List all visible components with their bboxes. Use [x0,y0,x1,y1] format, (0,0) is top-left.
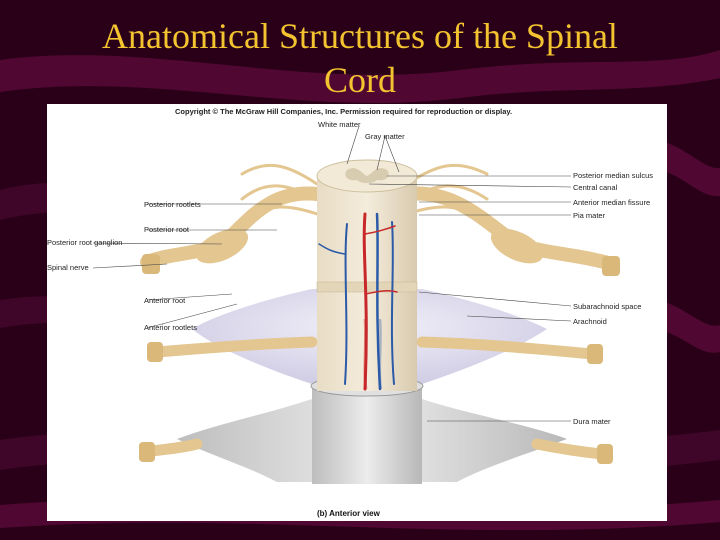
label-subarachnoid-space: Subarachnoid space [573,302,642,311]
posterior-root-ganglion-shape-right [490,228,544,264]
background-swoosh [660,300,720,353]
label-pia-mater: Pia mater [573,211,606,220]
label-leader-lines [92,125,572,422]
middle-nerve-end-right [587,344,603,364]
label-posterior-median-sulcus: Posterior median sulcus [573,171,654,180]
label-spinal-nerve: Spinal nerve [47,263,89,272]
figure-caption: (b) Anterior view [317,509,380,518]
label-anterior-rootlets: Anterior rootlets [144,323,197,332]
label-gray-matter: Gray matter [365,132,405,141]
label-arachnoid: Arachnoid [573,317,607,326]
dura-mater-tube [312,384,422,484]
label-white-matter: White matter [318,120,361,129]
slide-title: Anatomical Structures of the Spinal Cord [40,14,680,102]
blood-vessels [318,212,398,391]
slide-title-line-2: Cord [324,60,396,100]
label-central-canal: Central canal [573,183,618,192]
slide-title-line-1: Anatomical Structures of the Spinal [102,16,618,56]
middle-spinal-nerves [151,336,598,360]
gray-matter-shape [345,168,389,183]
spinal-nerve-end-right [602,256,620,276]
middle-nerve-end-left [147,342,163,362]
label-posterior-root: Posterior root [144,225,190,234]
label-posterior-root-ganglion: Posterior root ganglion [47,238,123,247]
copyright-notice: Copyright © The McGraw Hill Companies, I… [175,107,513,116]
background-swoosh [0,50,720,103]
vessel-reflection [363,318,383,390]
spinal-cord-figure: Copyright © The McGraw Hill Companies, I… [47,104,667,521]
label-dura-mater: Dura mater [573,417,611,426]
spinal-nerve-end-left [142,254,160,274]
posterior-root-ganglion-shape [195,228,249,264]
label-anterior-median-fissure: Anterior median fissure [573,198,651,207]
label-posterior-rootlets: Posterior rootlets [144,200,201,209]
lower-nerve-end-left [139,442,155,462]
lower-nerve-end-right [597,444,613,464]
label-anterior-root: Anterior root [144,296,186,305]
spinal-cord-illustration [92,125,620,484]
background-swoosh [660,140,720,197]
